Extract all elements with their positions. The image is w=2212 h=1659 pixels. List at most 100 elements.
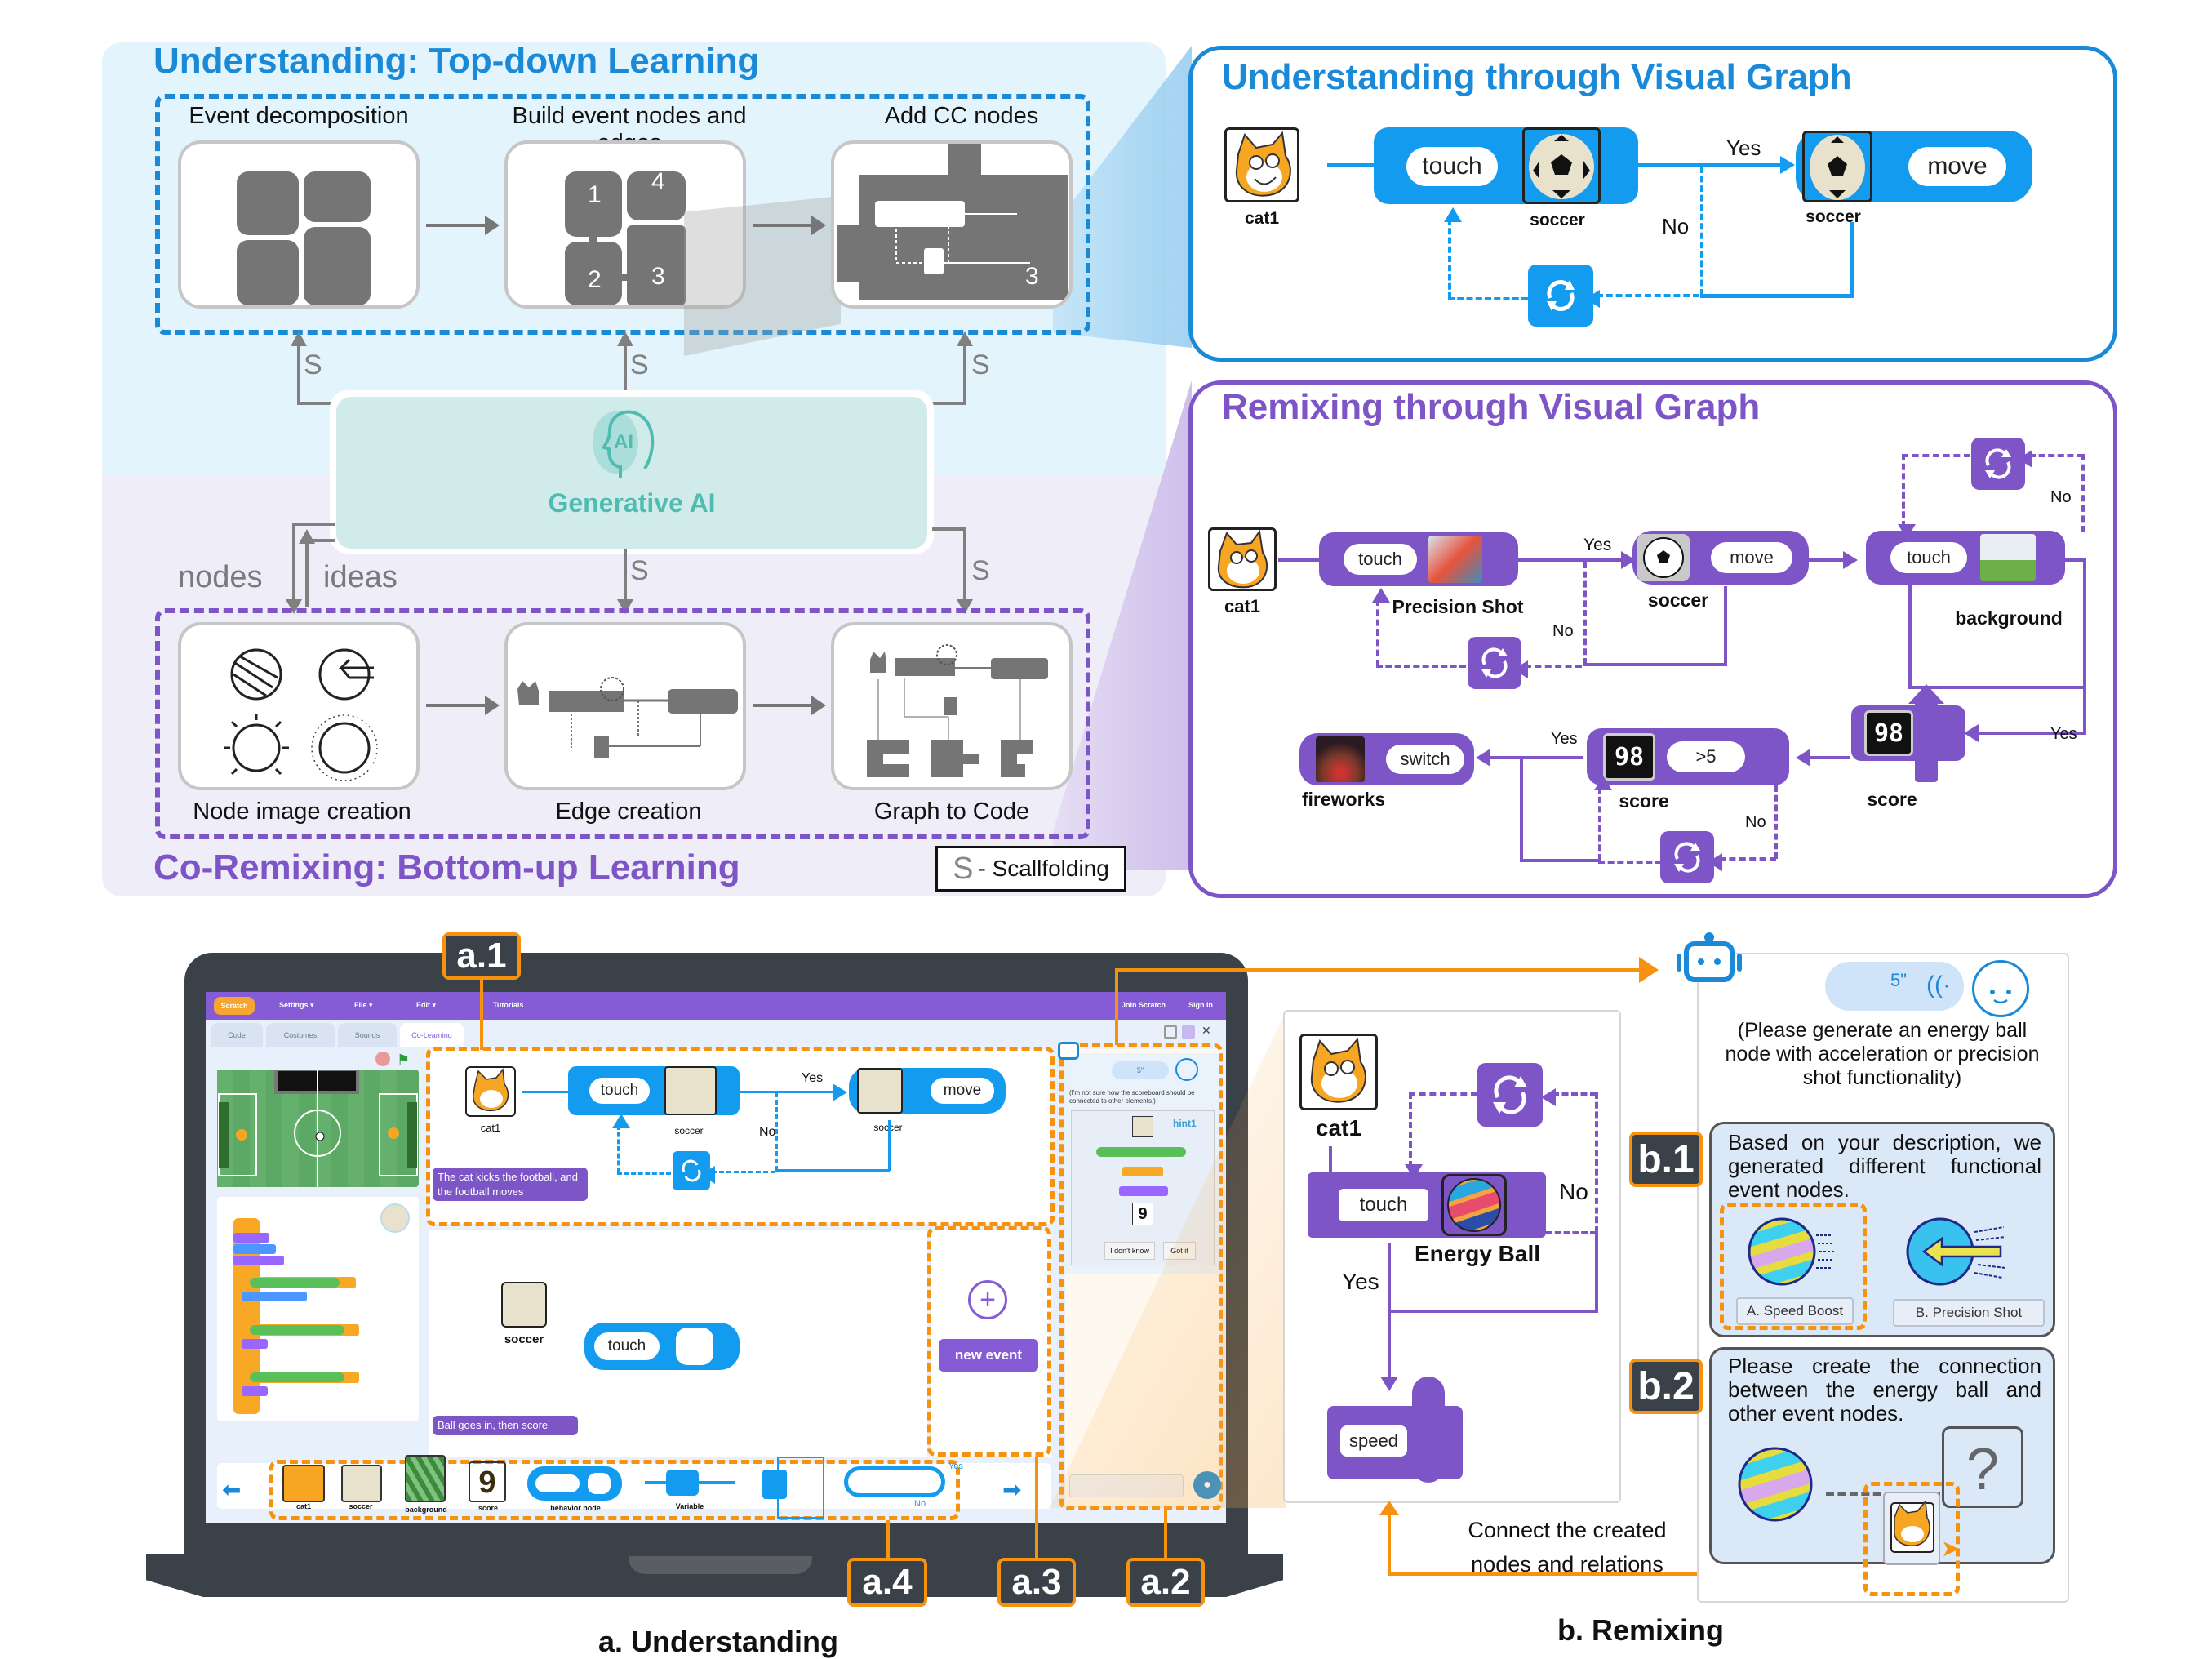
remix-node-touch-precision: touch xyxy=(1319,532,1518,586)
small-stage-button[interactable] xyxy=(1164,1025,1177,1039)
palette-condition-node[interactable] xyxy=(844,1466,945,1497)
callout-b1: b.1 xyxy=(1629,1132,1703,1187)
object-label: Precision Shot xyxy=(1392,596,1524,617)
game-stage[interactable] xyxy=(217,1068,419,1187)
dont-know-button[interactable]: I don't know xyxy=(1104,1242,1155,1260)
palette-variable[interactable] xyxy=(666,1470,699,1496)
voice-message[interactable]: 5" xyxy=(1825,962,1964,1011)
graph-code-icon xyxy=(867,644,1048,777)
remix-node-energy-ball[interactable]: touch xyxy=(1308,1172,1546,1238)
menu-settings[interactable]: Settings ▾ xyxy=(279,1001,314,1009)
tab-sounds[interactable]: Sounds xyxy=(338,1023,397,1047)
fullscreen-icon[interactable]: ✕ xyxy=(1201,1024,1211,1037)
stop-button[interactable] xyxy=(375,1052,390,1066)
node-touch-soccer[interactable]: touch xyxy=(568,1066,740,1115)
behavior-slot xyxy=(535,1474,580,1492)
chat-input[interactable] xyxy=(1069,1474,1184,1497)
tab-costumes[interactable]: Costumes xyxy=(266,1023,335,1047)
new-event-button[interactable]: new event xyxy=(939,1339,1038,1372)
palette-behavior-node[interactable] xyxy=(527,1466,622,1501)
scaffold-arrow xyxy=(291,331,307,405)
event-description-note[interactable]: Ball goes in, then score xyxy=(433,1416,578,1435)
sign-in-link[interactable]: Sign in xyxy=(1188,1001,1213,1009)
vg-remix-panel xyxy=(1188,380,2117,898)
vg-remix-title: Remixing through Visual Graph xyxy=(1222,387,1761,427)
step-label-event-decomposition: Event decomposition xyxy=(189,103,409,129)
sprite-label: cat1 xyxy=(1244,209,1280,228)
palette-cat1[interactable] xyxy=(282,1465,325,1502)
nodes-arrow xyxy=(286,523,302,614)
microphone-button[interactable]: ● xyxy=(1193,1471,1221,1499)
join-scratch-link[interactable]: Join Scratch xyxy=(1122,1001,1166,1009)
empty-object-slot[interactable] xyxy=(676,1328,713,1365)
soccer-sprite-thumb[interactable] xyxy=(380,1203,410,1233)
palette-prev-arrow[interactable]: ⬅ xyxy=(222,1477,242,1502)
loop-icon[interactable] xyxy=(673,1151,710,1190)
menu-tutorials[interactable]: Tutorials xyxy=(493,1001,524,1009)
yes-edge xyxy=(740,1083,847,1101)
code-block xyxy=(250,1278,340,1288)
cursor-icon: ➤ xyxy=(1941,1536,1961,1561)
callout-pointer xyxy=(886,1520,890,1559)
object-label: score xyxy=(1619,790,1669,812)
loop-icon[interactable] xyxy=(1477,1063,1543,1127)
ideas-arrow xyxy=(299,529,315,607)
yes-edge xyxy=(1518,551,1636,569)
callout-a2: a.2 xyxy=(1126,1558,1205,1607)
scaffold-label: S xyxy=(971,555,990,586)
code-block xyxy=(1122,1167,1163,1176)
large-stage-button[interactable] xyxy=(1182,1025,1195,1039)
edge-sketch-icon xyxy=(517,677,738,758)
palette-soccer[interactable] xyxy=(341,1465,382,1502)
node-number: 1 xyxy=(588,181,602,208)
soccer-sprite-icon[interactable] xyxy=(501,1282,547,1328)
unknown-node[interactable]: ? xyxy=(1942,1426,2023,1508)
code-block xyxy=(1119,1186,1168,1196)
code-blocks-area[interactable] xyxy=(217,1197,419,1421)
palette-loop-node[interactable] xyxy=(762,1470,787,1499)
voice-message[interactable]: 5" xyxy=(1112,1061,1169,1079)
tab-code[interactable]: Code xyxy=(211,1023,263,1047)
caption-remixing: b. Remixing xyxy=(1557,1613,1725,1647)
scaffold-label: S xyxy=(971,349,990,380)
event-description-note[interactable]: The cat kicks the football, and the foot… xyxy=(433,1168,588,1202)
menu-edit[interactable]: Edit ▾ xyxy=(416,1001,437,1009)
palette-background[interactable] xyxy=(405,1455,446,1502)
user-question: (I'm not sure how the scoreboard should … xyxy=(1069,1089,1195,1105)
soccer-ball-icon xyxy=(1522,127,1601,204)
vg-understanding-title: Understanding through Visual Graph xyxy=(1222,57,1852,97)
scratch-logo[interactable]: Scratch xyxy=(214,997,255,1015)
got-it-button[interactable]: Got it xyxy=(1163,1242,1196,1260)
option-speed-boost[interactable]: A. Speed Boost xyxy=(1736,1297,1854,1325)
node-number: 3 xyxy=(1025,263,1039,290)
node-move-soccer[interactable]: move xyxy=(849,1068,1006,1114)
edge xyxy=(1278,558,1319,562)
no-label: No xyxy=(1745,813,1766,831)
flow-arrow xyxy=(426,216,500,235)
yes-edge xyxy=(1964,724,2086,742)
connect-note-line: Connect the created xyxy=(1468,1518,1667,1542)
step-card-node-image xyxy=(178,622,420,790)
fireworks-image xyxy=(1316,736,1365,782)
cat-drag-card[interactable] xyxy=(1883,1492,1940,1565)
loop-edge xyxy=(1372,588,1390,666)
green-flag-button[interactable]: ⚑ xyxy=(397,1052,411,1068)
menu-file[interactable]: File ▾ xyxy=(354,1001,373,1009)
step-label-node-image: Node image creation xyxy=(193,798,411,825)
yes-edge xyxy=(1476,749,1583,767)
cat-sprite-icon[interactable] xyxy=(1299,1034,1378,1110)
option-precision-shot[interactable]: B. Precision Shot xyxy=(1893,1299,2045,1327)
code-block xyxy=(242,1386,268,1396)
add-event-icon[interactable]: + xyxy=(968,1280,1007,1319)
variable-arrow xyxy=(1908,684,1944,704)
edge xyxy=(1908,585,1912,687)
loop-edge xyxy=(1902,454,1970,457)
palette-score[interactable]: 9 xyxy=(469,1461,506,1502)
node-touch-empty[interactable]: touch xyxy=(584,1323,740,1370)
palette-no-label: No xyxy=(914,1499,926,1509)
energy-ball-icon xyxy=(1441,1174,1507,1236)
palette-next-arrow[interactable]: ➡ xyxy=(1002,1477,1022,1502)
return-link-line xyxy=(1388,1509,1391,1574)
cat-sprite-icon[interactable] xyxy=(465,1066,516,1117)
tab-co-learning[interactable]: Co-Learning xyxy=(400,1023,464,1047)
